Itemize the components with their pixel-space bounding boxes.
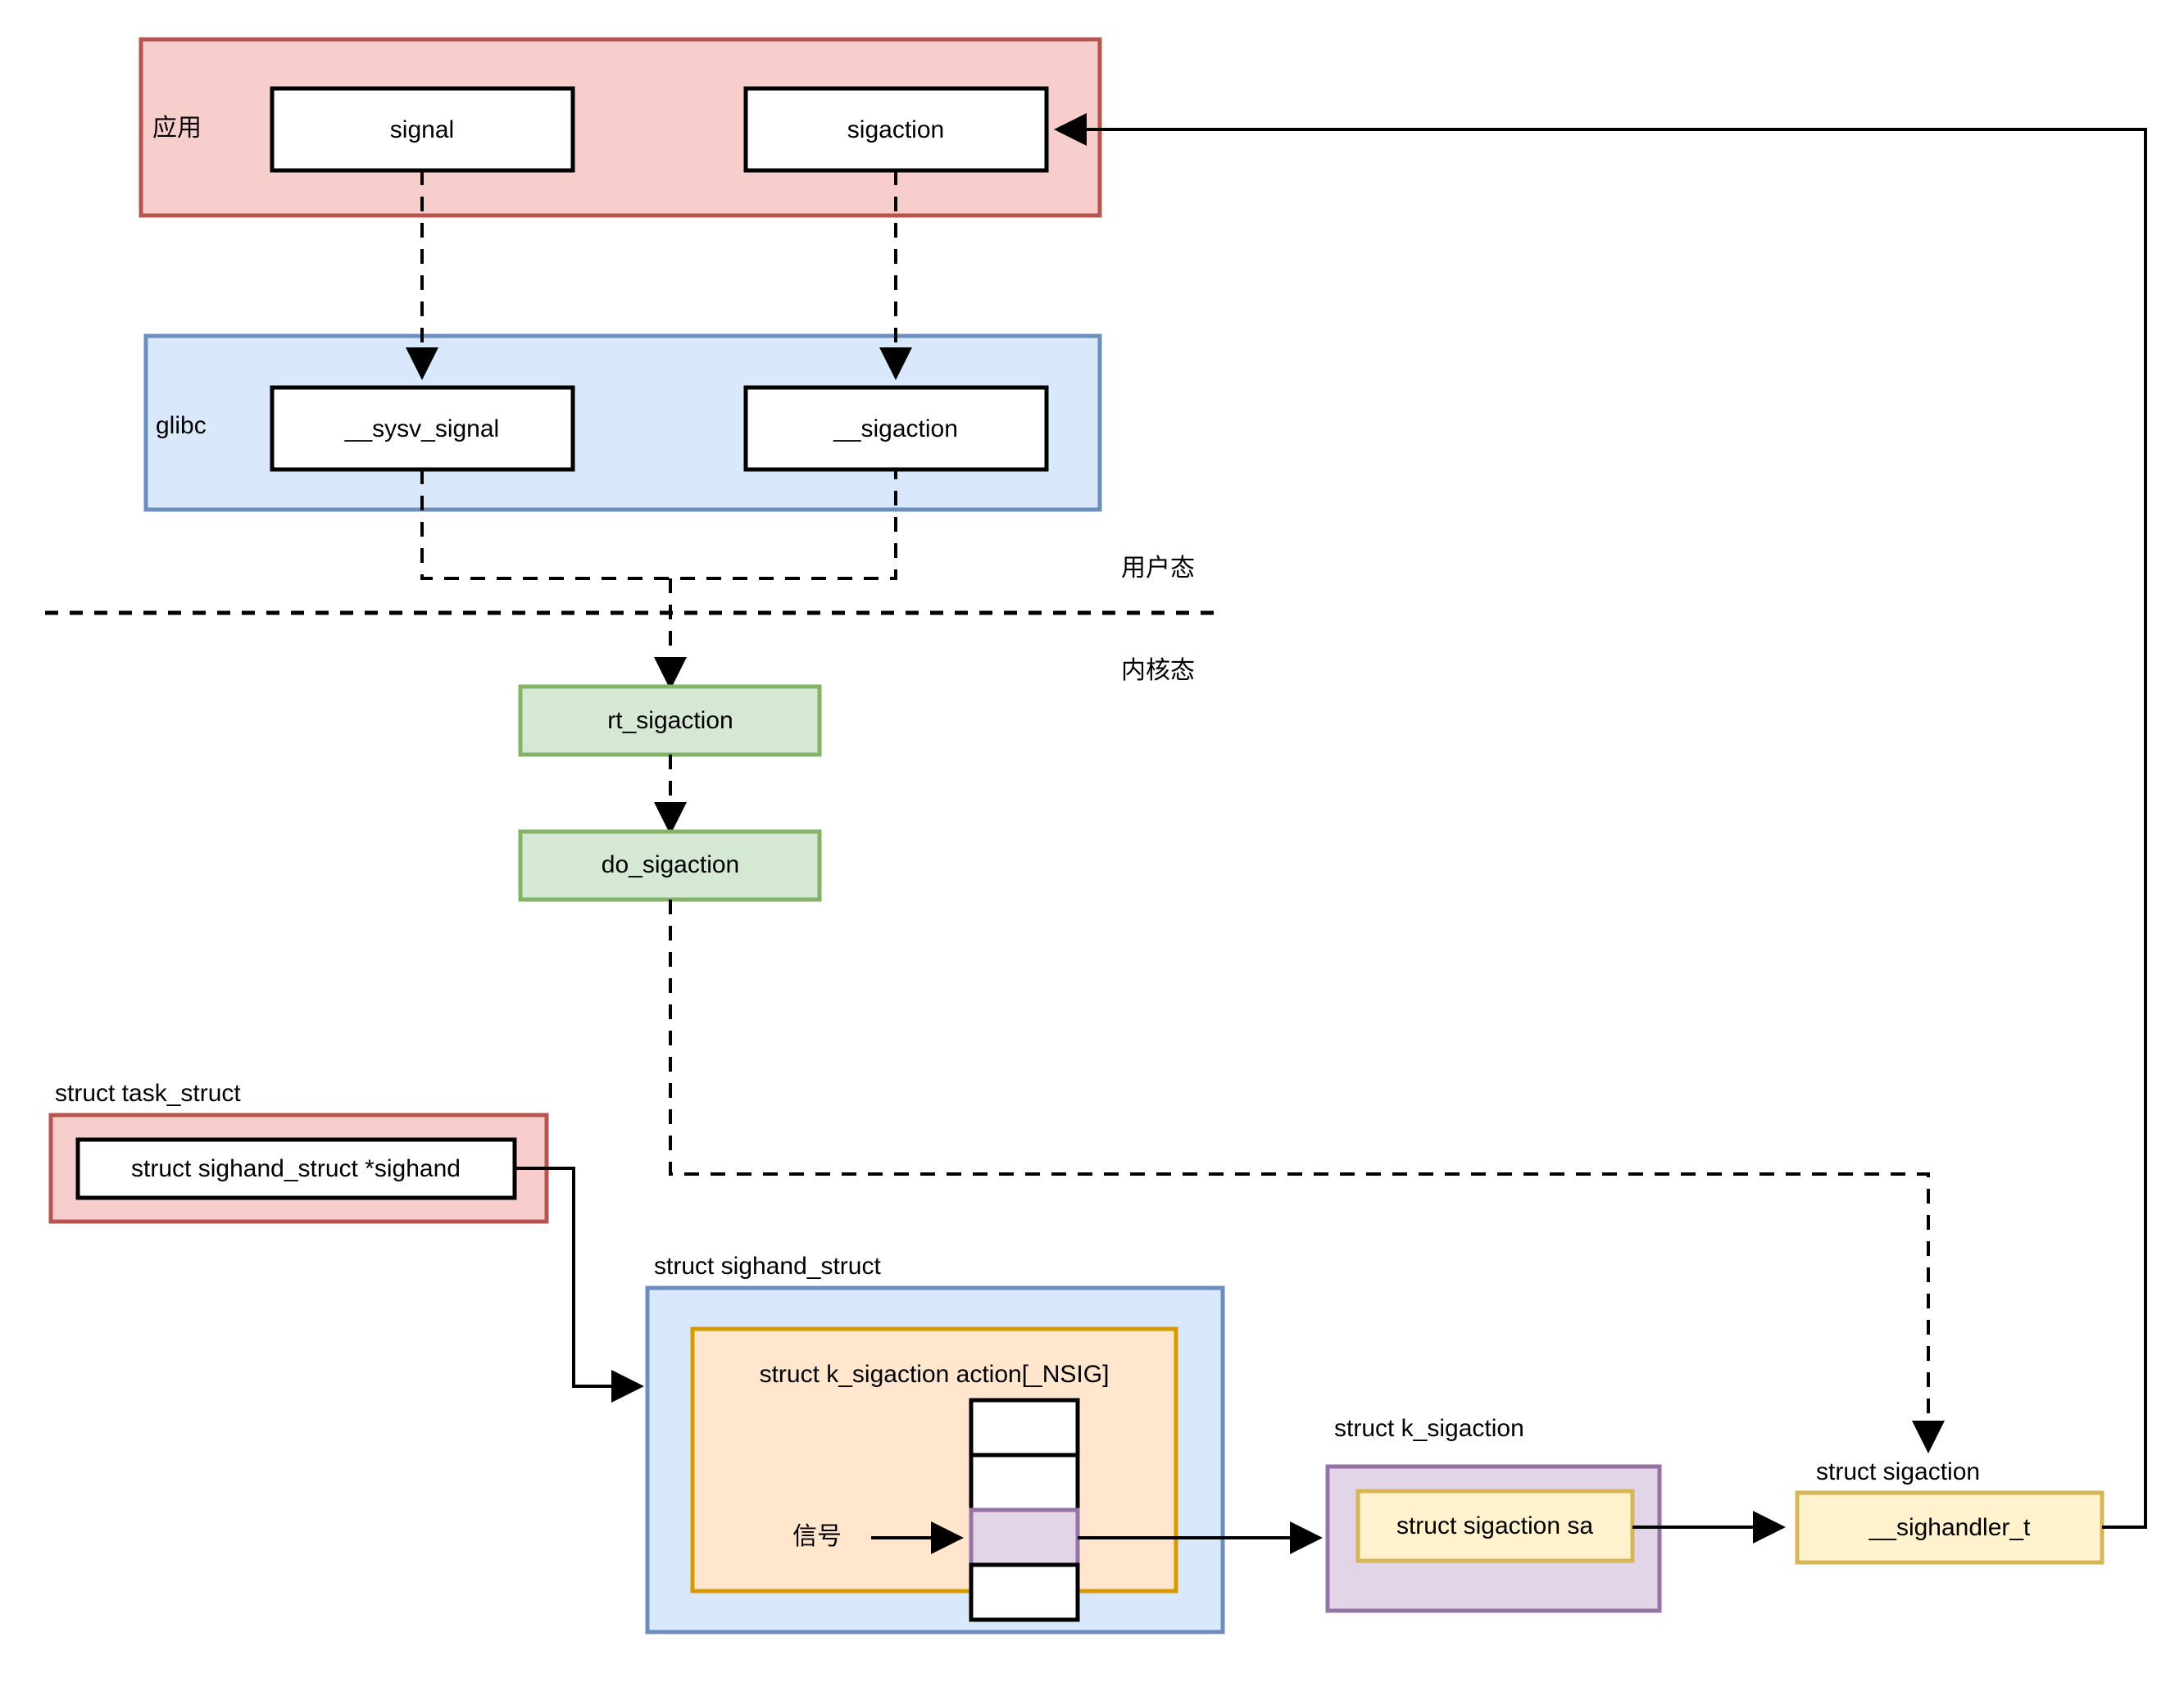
k-sigaction-caption: struct k_sigaction bbox=[1334, 1415, 1524, 1442]
sigaction-struct-caption: struct sigaction bbox=[1816, 1458, 1980, 1485]
action-array-cell[interactable] bbox=[969, 1453, 1080, 1512]
user-mode-label: 用户态 bbox=[1121, 555, 1195, 582]
k-sigaction-panel: struct sigaction sa bbox=[1325, 1464, 1662, 1613]
app-layer-tag: 应用 bbox=[152, 115, 202, 142]
app-box-signal-label: signal bbox=[390, 116, 454, 143]
action-array-cell[interactable] bbox=[969, 1562, 1080, 1622]
task-struct-panel: struct sighand_struct *sighand bbox=[48, 1113, 549, 1224]
glibc-box-sysv-signal-label: __sysv_signal bbox=[344, 415, 499, 442]
task-struct-field-sighand-label: struct sighand_struct *sighand bbox=[131, 1155, 461, 1182]
task-struct-caption: struct task_struct bbox=[55, 1080, 241, 1107]
signal-index-label: 信号 bbox=[792, 1523, 842, 1550]
app-box-signal[interactable]: signal bbox=[270, 86, 575, 173]
action-array-label: struct k_sigaction action[_NSIG] bbox=[760, 1361, 1110, 1388]
task-struct-field-sighand[interactable]: struct sighand_struct *sighand bbox=[75, 1137, 517, 1200]
app-box-sigaction[interactable]: sigaction bbox=[743, 86, 1049, 173]
edge-do-sigaction-to-sigaction-struct bbox=[669, 900, 1945, 1453]
glibc-layer-tag: glibc bbox=[156, 412, 207, 439]
sighand-struct-panel: struct k_sigaction action[_NSIG] 信号 bbox=[645, 1285, 1225, 1634]
kernel-box-do-sigaction[interactable]: do_sigaction bbox=[518, 829, 822, 902]
k-sigaction-field-sa[interactable]: struct sigaction sa bbox=[1355, 1489, 1635, 1563]
sigaction-struct-field-sighandler-label: __sighandler_t bbox=[1868, 1514, 2031, 1541]
kernel-box-rt-sigaction-label: rt_sigaction bbox=[607, 707, 733, 734]
edge-sighand-pointer bbox=[515, 1167, 644, 1403]
edge-glibc-join bbox=[420, 469, 897, 580]
sigaction-struct-field-sighandler[interactable]: __sighandler_t bbox=[1795, 1490, 2105, 1565]
action-array-panel: struct k_sigaction action[_NSIG] 信号 bbox=[690, 1326, 1178, 1622]
app-box-sigaction-label: sigaction bbox=[847, 116, 944, 143]
glibc-box-sysv-signal[interactable]: __sysv_signal bbox=[270, 385, 575, 472]
kernel-mode-label: 内核态 bbox=[1121, 657, 1195, 684]
kernel-box-rt-sigaction[interactable]: rt_sigaction bbox=[518, 684, 822, 757]
edge-handler-back-to-app bbox=[1054, 113, 2147, 1529]
glibc-box-sigaction-label: __sigaction bbox=[833, 415, 958, 442]
k-sigaction-field-sa-label: struct sigaction sa bbox=[1396, 1512, 1593, 1539]
action-array-cell-selected[interactable] bbox=[969, 1507, 1080, 1567]
action-array-cell[interactable] bbox=[969, 1398, 1080, 1458]
sighand-struct-caption: struct sighand_struct bbox=[654, 1253, 881, 1280]
glibc-box-sigaction[interactable]: __sigaction bbox=[743, 385, 1049, 472]
kernel-box-do-sigaction-label: do_sigaction bbox=[602, 851, 739, 878]
